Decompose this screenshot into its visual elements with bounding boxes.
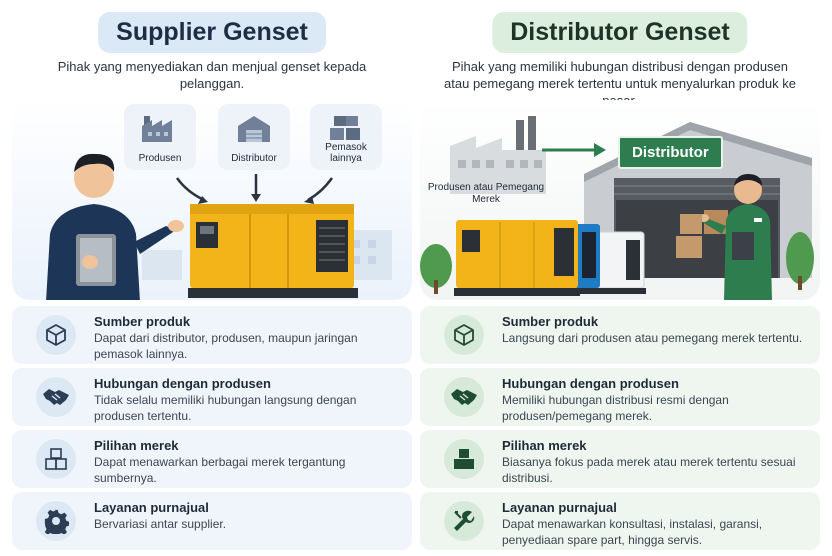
genset-row: [454, 220, 646, 296]
warehouse-sign: Distributor: [618, 136, 723, 169]
supplier-row-hubungan: Hubungan dengan produsen Tidak selalu me…: [12, 368, 412, 426]
distributor-title: Distributor Genset: [492, 12, 748, 53]
row-text: Biasanya fokus pada merek atau merek ter…: [502, 455, 796, 485]
supplier-row-layanan: Layanan purnajual Bervariasi antar suppl…: [12, 492, 412, 550]
row-title: Layanan purnajual: [94, 500, 209, 515]
distributor-row-pilihan-merek: Pilihan merek Biasanya fokus pada merek …: [420, 430, 820, 488]
supplier-person: [46, 153, 184, 300]
row-text: Langsung dari produsen atau pemegang mer…: [502, 331, 803, 345]
supplier-column: Supplier Genset Pihak yang menyediakan d…: [12, 0, 412, 556]
row-text: Bervariasi antar supplier.: [94, 517, 227, 531]
factory-icon: [142, 116, 172, 142]
row-title: Layanan purnajual: [502, 500, 617, 515]
row-text: Dapat menawarkan berbagai merek tergantu…: [94, 455, 346, 485]
row-title: Sumber produk: [94, 314, 191, 329]
row-text: Dapat dari distributor, produsen, maupun…: [94, 331, 358, 361]
handshake-icon: [444, 377, 484, 417]
distributor-row-hubungan: Hubungan dengan produsen Memiliki hubung…: [420, 368, 820, 426]
boxes-icon: [330, 116, 360, 140]
distributor-row-sumber-produk: Sumber produk Langsung dari produsen ata…: [420, 306, 820, 364]
supplier-illustration: Produsen Distributor Pemasok lainnya: [12, 100, 412, 300]
distributor-description: Pihak yang memiliki hubungan distribusi …: [444, 59, 796, 108]
row-title: Sumber produk: [502, 314, 599, 329]
row-title: Pilihan merek: [94, 438, 179, 453]
wrench-icon: [444, 501, 484, 541]
source-label-produsen: Produsen: [138, 153, 182, 164]
row-title: Hubungan dengan produsen: [502, 376, 679, 391]
supplier-description: Pihak yang menyediakan dan menjual gense…: [57, 59, 367, 91]
handshake-icon: [36, 377, 76, 417]
stacked-boxes-icon: [444, 439, 484, 479]
box-icon: [444, 315, 484, 355]
row-text: Dapat menawarkan konsultasi, instalasi, …: [502, 517, 763, 547]
stacked-boxes-icon: [36, 439, 76, 479]
supplier-rows: Sumber produk Dapat dari distributor, pr…: [12, 306, 412, 554]
source-card-distributor: Distributor: [218, 104, 290, 170]
distributor-rows: Sumber produk Langsung dari produsen ata…: [420, 306, 820, 554]
flow-arrow: [542, 143, 606, 157]
warehouse-icon: [238, 116, 270, 142]
source-card-pemasok: Pemasok lainnya: [310, 104, 382, 170]
row-text: Memiliki hubungan distribusi resmi denga…: [502, 393, 729, 423]
source-label-pemasok: Pemasok lainnya: [325, 142, 367, 164]
supplier-row-sumber-produk: Sumber produk Dapat dari distributor, pr…: [12, 306, 412, 364]
flow-arrows: [175, 174, 334, 204]
yellow-genset: [188, 204, 358, 298]
trees: [420, 232, 814, 294]
factory-illustration: [450, 116, 546, 194]
distributor-column: Distributor Genset Pihak yang memiliki h…: [420, 0, 820, 556]
supplier-title: Supplier Genset: [98, 12, 326, 53]
distributor-person: [702, 174, 772, 300]
row-title: Hubungan dengan produsen: [94, 376, 271, 391]
source-card-produsen: Produsen: [124, 104, 196, 170]
factory-label: Produsen atau Pemegang Merek: [427, 182, 545, 205]
row-title: Pilihan merek: [502, 438, 587, 453]
box-icon: [36, 315, 76, 355]
gear-icon: [36, 501, 76, 541]
supplier-row-pilihan-merek: Pilihan merek Dapat menawarkan berbagai …: [12, 430, 412, 488]
distributor-illustration: Produsen atau Pemegang Merek Distributor: [420, 100, 820, 300]
source-label-distributor: Distributor: [231, 153, 277, 164]
distributor-row-layanan: Layanan purnajual Dapat menawarkan konsu…: [420, 492, 820, 550]
row-text: Tidak selalu memiliki hubungan langsung …: [94, 393, 357, 423]
